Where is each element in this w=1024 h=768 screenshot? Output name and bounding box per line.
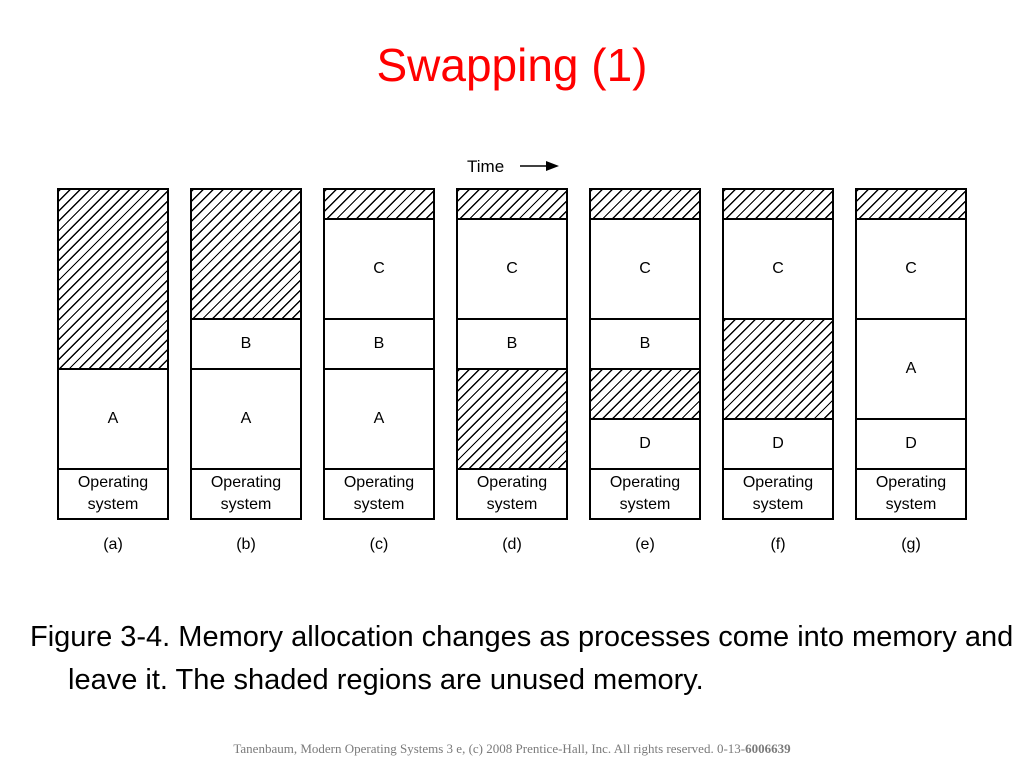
unused-memory-region <box>192 190 300 318</box>
process-c-region: C <box>458 218 566 318</box>
unused-memory-region <box>724 190 832 218</box>
column-label-e: (e) <box>635 536 655 553</box>
unused-memory-region <box>591 190 699 218</box>
process-b-region: B <box>192 318 300 368</box>
process-d-region: D <box>724 418 832 468</box>
figure-caption: Figure 3-4. Memory allocation changes as… <box>30 621 1014 696</box>
process-b-region: B <box>591 318 699 368</box>
unused-memory-region <box>591 368 699 418</box>
column-label-g: (g) <box>901 536 921 553</box>
slide-title: Swapping (1) <box>376 39 648 91</box>
unused-memory-region <box>325 190 433 218</box>
process-c-region: C <box>857 218 965 318</box>
footer: Tanenbaum, Modern Operating Systems 3 e,… <box>0 741 1024 757</box>
process-a-region: A <box>857 318 965 418</box>
process-c-region: C <box>591 218 699 318</box>
time-arrow-icon <box>520 161 559 171</box>
unused-memory-region <box>59 190 167 368</box>
process-a-region: A <box>192 368 300 468</box>
column-label-c: (c) <box>369 536 389 553</box>
process-c-region: C <box>325 218 433 318</box>
process-c-region: C <box>724 218 832 318</box>
unused-memory-region <box>458 190 566 218</box>
footer-text: Tanenbaum, Modern Operating Systems 3 e,… <box>233 741 746 756</box>
unused-memory-region <box>458 368 566 468</box>
process-d-region: D <box>591 418 699 468</box>
process-a-region: A <box>325 368 433 468</box>
time-label: Time <box>467 157 505 176</box>
process-b-region: B <box>458 318 566 368</box>
process-a-region: A <box>59 368 167 468</box>
unused-memory-region <box>857 190 965 218</box>
process-d-region: D <box>857 418 965 468</box>
column-label-a: (a) <box>103 536 123 553</box>
column-label-f: (f) <box>770 536 786 553</box>
unused-memory-region <box>724 318 832 418</box>
process-b-region: B <box>325 318 433 368</box>
column-label-b: (b) <box>236 536 256 553</box>
footer-isbn-suffix: 6006639 <box>745 741 791 756</box>
column-label-d: (d) <box>502 536 522 553</box>
